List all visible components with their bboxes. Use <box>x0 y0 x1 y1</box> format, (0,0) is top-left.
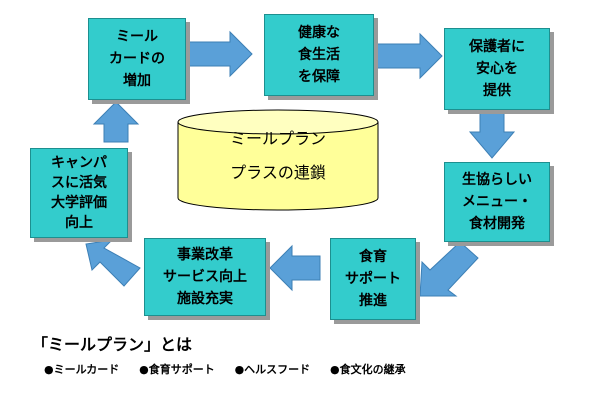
box-business-reform: 事業改革 サービス向上 施設充実 <box>144 238 266 316</box>
arrow-health-to-guardian <box>375 32 443 80</box>
arrow-campus-to-mealcard <box>92 101 140 143</box>
footer-item: ●食育サポート <box>139 363 215 376</box>
center-label: ミールプラン プラスの連鎖 <box>229 129 326 182</box>
footer-title: 「ミールプラン」とは <box>32 335 193 354</box>
box-guardian-reassurance: 保護者に 安心を 提供 <box>444 28 550 110</box>
arrow-business-to-campus <box>85 239 141 287</box>
box-campus-vitality: キャンパ スに活気 大学評価 向上 <box>30 148 128 238</box>
footer-item: ●ミールカード <box>44 363 120 376</box>
box-healthy-diet: 健康な 食生活 を保障 <box>264 14 374 96</box>
arrow-guardian-to-menu <box>468 111 516 159</box>
footer-item: ●食文化の継承 <box>330 363 406 376</box>
arrow-support-to-business <box>269 244 321 292</box>
box-meal-card-increase: ミール カードの 増加 <box>88 18 186 100</box>
arrow-menu-to-support <box>419 241 479 297</box>
footer-items: ●ミールカード ●食育サポート ●ヘルスフード ●食文化の継承 <box>44 361 422 377</box>
box-food-education-support: 食育 サポート 推進 <box>330 238 416 320</box>
center-cylinder <box>177 109 379 211</box>
footer-item: ●ヘルスフード <box>234 363 311 376</box>
box-coop-menu-development: 生協らしい メニュー・ 食材開発 <box>444 162 550 242</box>
arrow-mealcard-to-health <box>185 30 253 78</box>
